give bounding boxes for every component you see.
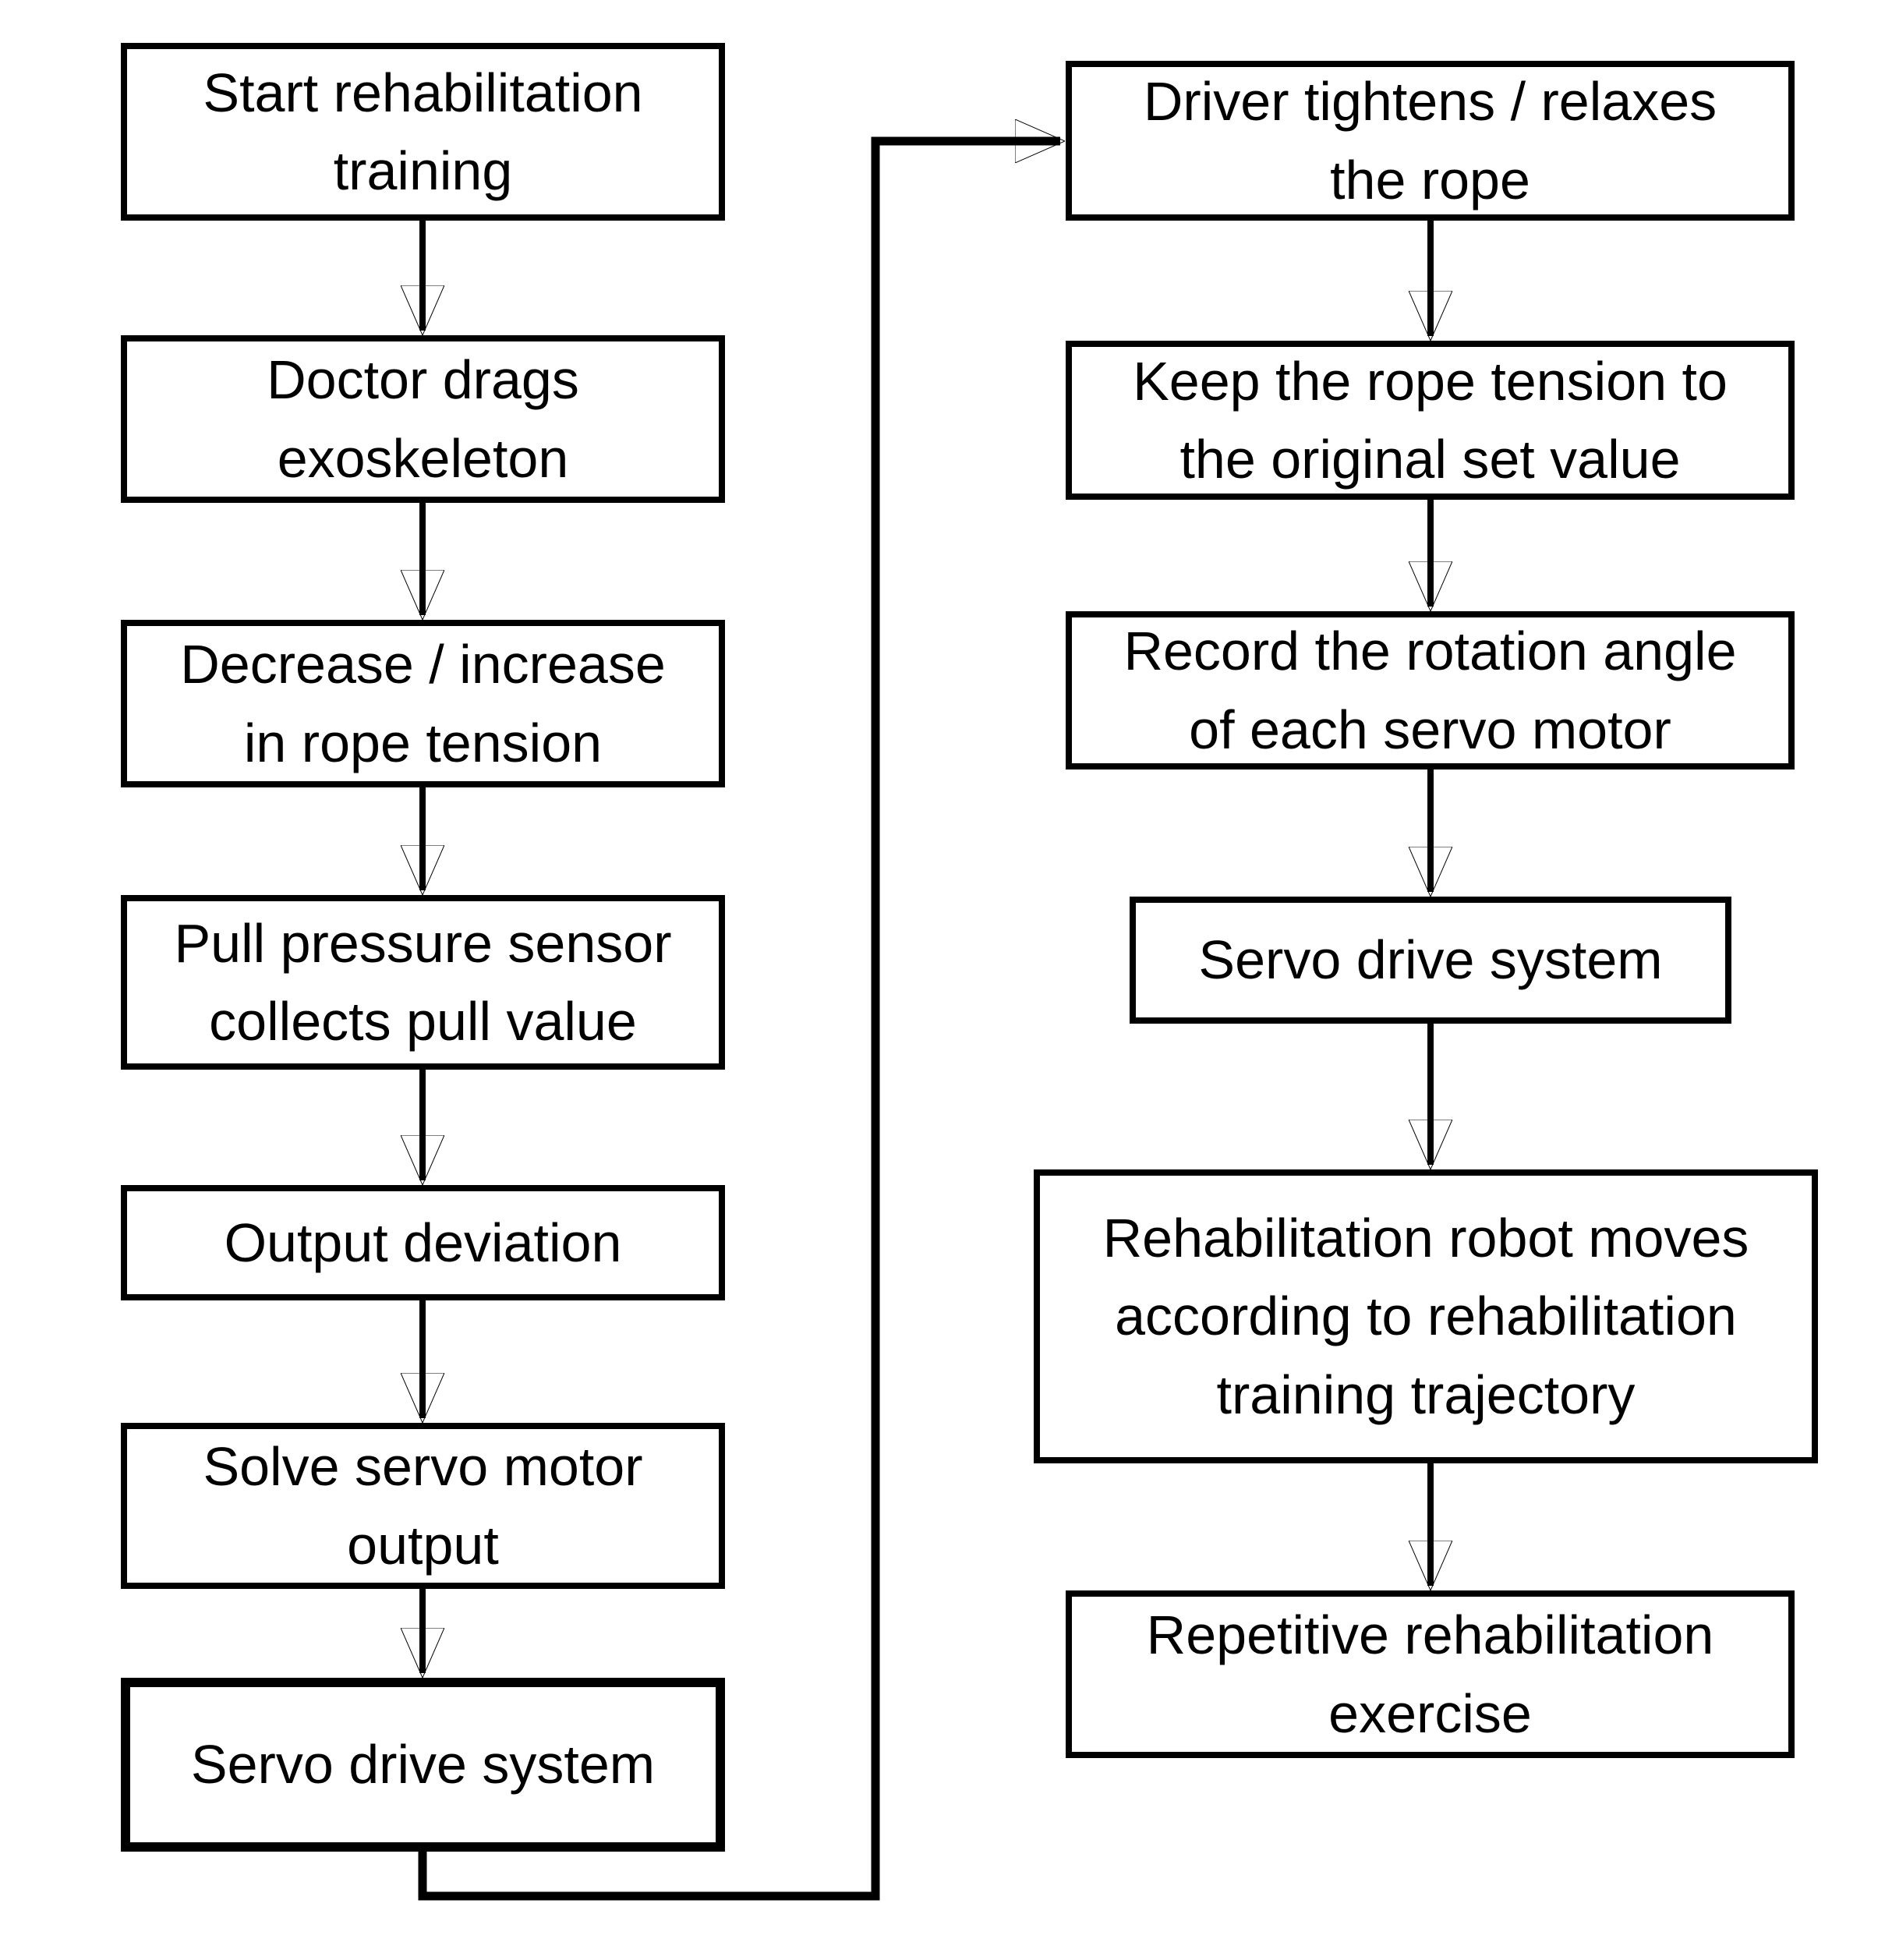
flow-node-output-deviation: Output deviation (121, 1185, 725, 1300)
flow-node-rehabilitation-robot-moves: Rehabilitation robot moves according to … (1034, 1169, 1818, 1463)
flow-node-start-rehabilitation-training: Start rehabilitation training (121, 43, 725, 221)
flow-node-solve-servo-motor-output: Solve servo motor output (121, 1423, 725, 1589)
flow-node-doctor-drags-exoskeleton: Doctor drags exoskeleton (121, 335, 725, 503)
flow-node-pull-pressure-sensor: Pull pressure sensor collects pull value (121, 895, 725, 1070)
flow-node-servo-drive-system-left: Servo drive system (121, 1678, 725, 1852)
flow-node-record-rotation-angle: Record the rotation angle of each servo … (1066, 611, 1795, 769)
flow-node-repetitive-rehabilitation-exercise: Repetitive rehabilitation exercise (1066, 1590, 1795, 1758)
flow-node-driver-tightens-relaxes-rope: Driver tightens / relaxes the rope (1066, 61, 1795, 221)
flow-node-servo-drive-system-right: Servo drive system (1130, 897, 1731, 1024)
feedback-connector-servo-drive-to-driver (418, 141, 1060, 1901)
flow-node-keep-rope-tension: Keep the rope tension to the original se… (1066, 341, 1795, 500)
flow-node-rope-tension-change: Decrease / increase in rope tension (121, 620, 725, 787)
